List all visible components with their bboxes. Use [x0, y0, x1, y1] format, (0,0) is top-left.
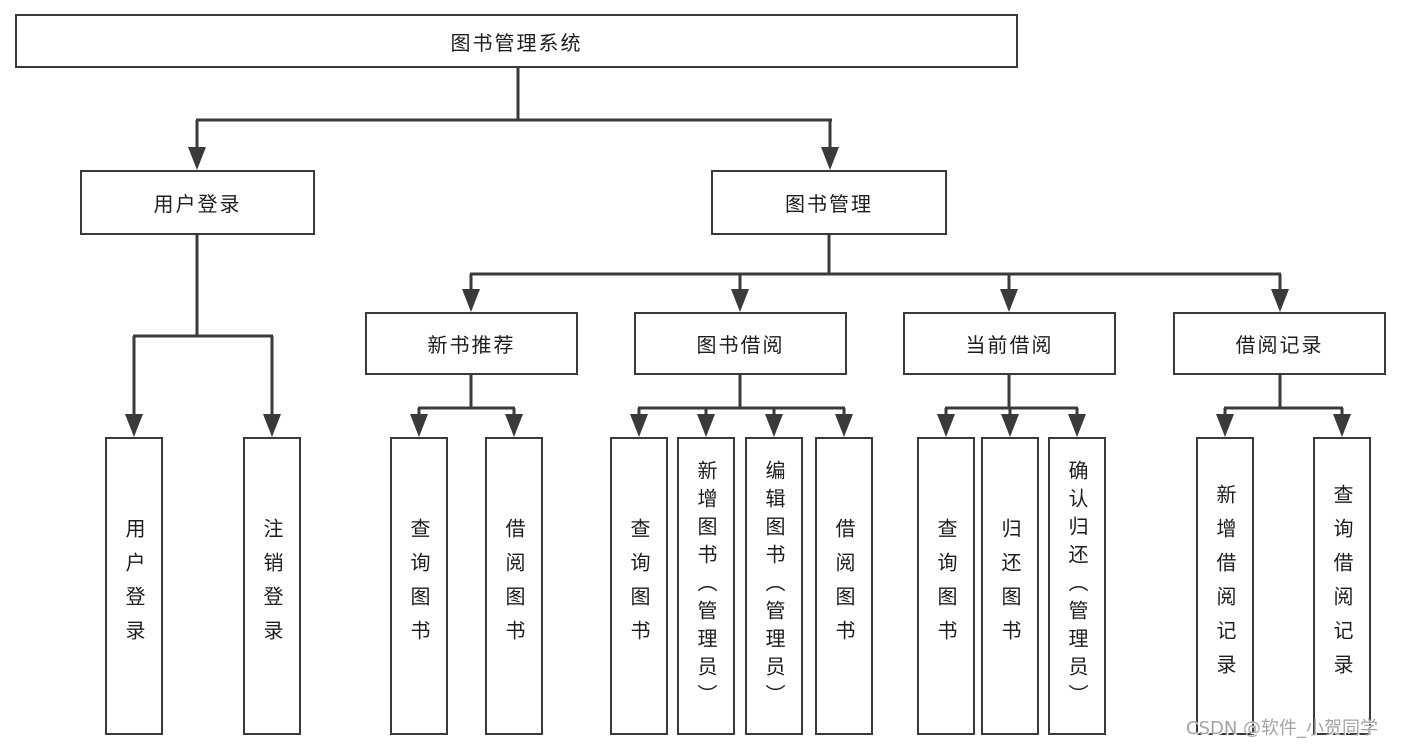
node-leaf-edit-books-admin: 编辑图书（管理员） — [745, 437, 803, 735]
node-user-login-module: 用户登录 — [80, 170, 315, 235]
node-label: 查询图书 — [627, 518, 651, 654]
node-label: 图书借阅 — [696, 333, 785, 357]
node-leaf-add-borrow-record: 新增借阅记录 — [1196, 437, 1254, 735]
node-leaf-borrow-books-recommend: 借阅图书 — [485, 437, 543, 735]
node-label: 确认归还（管理员） — [1065, 460, 1089, 712]
node-label: 查询图书 — [934, 518, 958, 654]
node-leaf-query-borrow-record: 查询借阅记录 — [1313, 437, 1371, 735]
node-label: 新书推荐 — [427, 333, 516, 357]
node-label: 查询借阅记录 — [1330, 484, 1354, 688]
node-leaf-return-books: 归还图书 — [981, 437, 1039, 735]
node-label: 编辑图书（管理员） — [762, 460, 786, 712]
node-label: 借阅图书 — [832, 518, 856, 654]
node-book-management-module: 图书管理 — [711, 170, 947, 235]
node-leaf-query-books-borrowing: 查询图书 — [610, 437, 668, 735]
node-leaf-query-books-current: 查询图书 — [917, 437, 975, 735]
node-label: 用户登录 — [122, 518, 146, 654]
node-root-label: 图书管理系统 — [450, 30, 583, 55]
node-leaf-confirm-return-admin: 确认归还（管理员） — [1048, 437, 1106, 735]
node-label: 查询图书 — [407, 518, 431, 654]
node-label: 注销登录 — [260, 518, 284, 654]
node-label: 用户登录 — [153, 192, 242, 216]
node-leaf-add-books-admin: 新增图书（管理员） — [677, 437, 735, 735]
csdn-watermark: CSDN @软件_小贺同学 — [1186, 718, 1379, 739]
node-current-borrowing: 当前借阅 — [903, 312, 1116, 375]
node-label: 借阅记录 — [1235, 333, 1324, 357]
node-label: 新增借阅记录 — [1213, 484, 1237, 688]
node-label: 当前借阅 — [965, 333, 1054, 357]
node-book-borrowing: 图书借阅 — [634, 312, 847, 375]
node-leaf-query-books-recommend: 查询图书 — [390, 437, 448, 735]
node-label: 图书管理 — [785, 192, 873, 216]
node-leaf-user-login: 用户登录 — [105, 437, 163, 735]
node-new-book-recommend: 新书推荐 — [365, 312, 578, 375]
node-label: 借阅图书 — [502, 518, 526, 654]
node-label: 归还图书 — [998, 518, 1022, 654]
node-leaf-borrow-books-borrowing: 借阅图书 — [815, 437, 873, 735]
node-label: 新增图书（管理员） — [694, 460, 718, 712]
node-root-system: 图书管理系统 — [15, 14, 1018, 68]
node-borrowing-records: 借阅记录 — [1173, 312, 1386, 375]
node-leaf-logout: 注销登录 — [243, 437, 301, 735]
